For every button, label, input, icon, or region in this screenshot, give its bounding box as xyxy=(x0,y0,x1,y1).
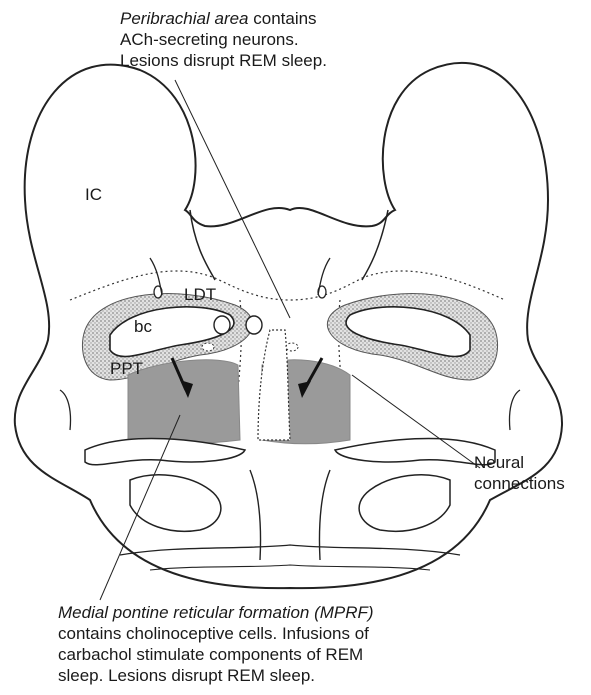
peribrachial-caption-line3: Lesions disrupt REM sleep. xyxy=(120,51,327,70)
label-bc: bc xyxy=(134,317,152,336)
mprf-caption-line4: sleep. Lesions disrupt REM sleep. xyxy=(58,666,315,685)
pontine-nuclei-left xyxy=(130,475,221,531)
peribrachial-caption: Peribrachial area contains ACh-secreting… xyxy=(120,8,450,71)
peribrachial-caption-line1-rest: contains xyxy=(249,9,317,28)
label-ppt: PPT xyxy=(110,359,143,378)
mprf-term: Medial pontine reticular formation (MPRF… xyxy=(58,603,374,622)
mprf-caption-line3: carbachol stimulate components of REM xyxy=(58,645,363,664)
neural-label-line1: Neural xyxy=(474,453,524,472)
leader-line-peribrachial xyxy=(175,80,290,318)
midline xyxy=(258,330,290,440)
neural-label-line2: connections xyxy=(474,474,565,493)
peribrachial-term: Peribrachial area xyxy=(120,9,249,28)
label-ic: IC xyxy=(85,185,102,204)
mprf-left xyxy=(128,360,240,444)
mprf-caption: Medial pontine reticular formation (MPRF… xyxy=(58,602,458,686)
mprf-caption-line2: contains cholinoceptive cells. Infusions… xyxy=(58,624,369,643)
neural-connections-label: Neural connections xyxy=(474,452,584,494)
peribrachial-caption-line2: ACh-secreting neurons. xyxy=(120,30,299,49)
label-ldt: LDT xyxy=(184,285,216,304)
